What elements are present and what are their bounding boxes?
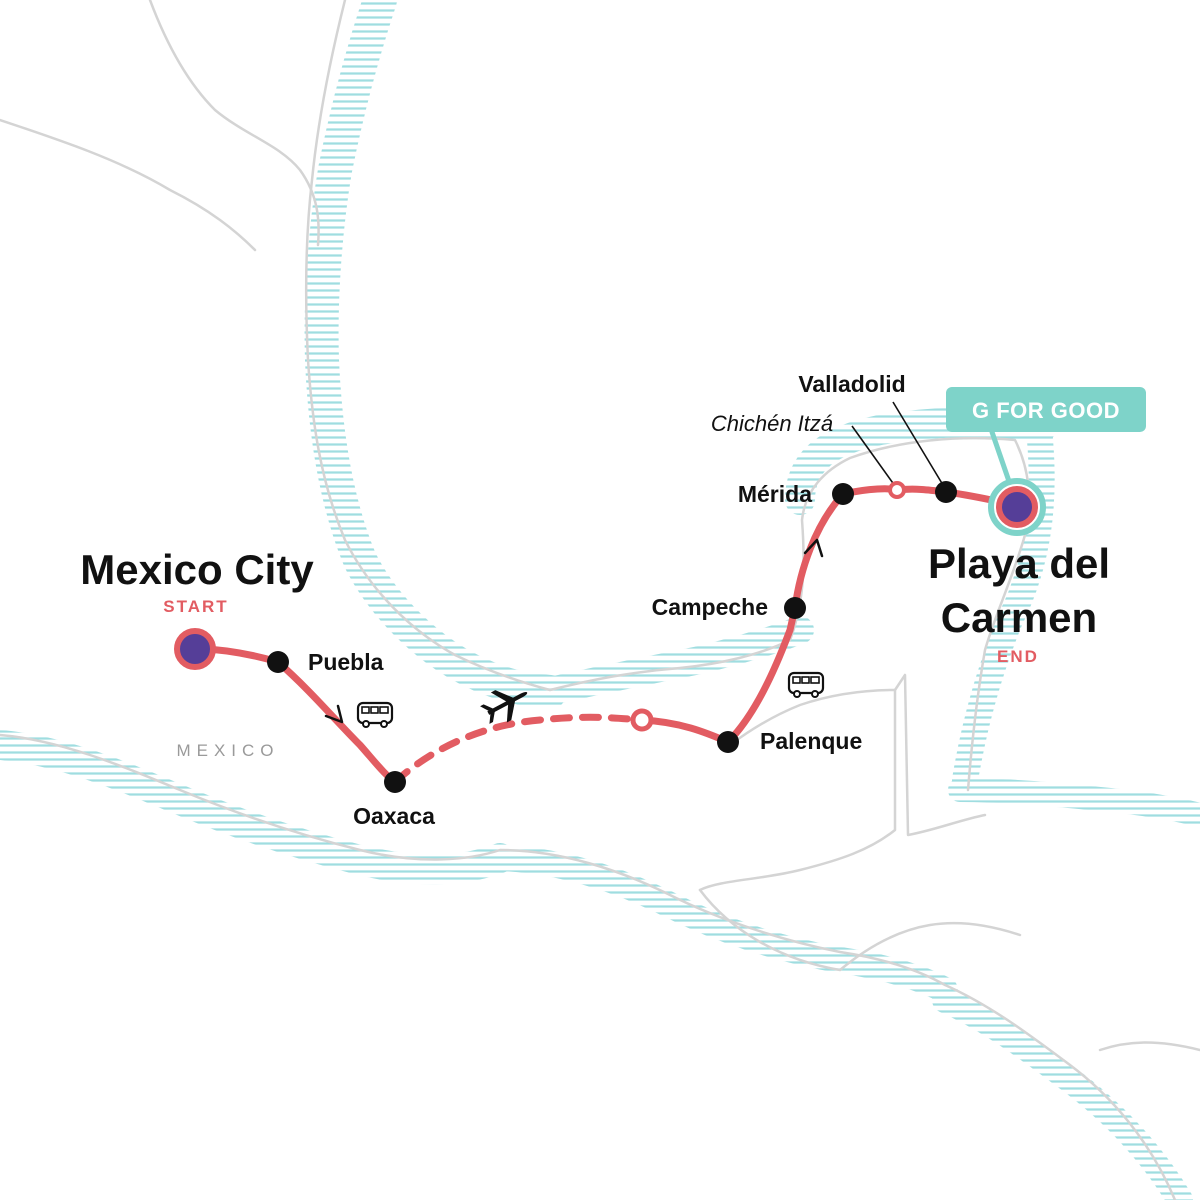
route-mexico-city-puebla-oaxaca [191, 644, 399, 786]
badge-label: G FOR GOOD [972, 398, 1120, 423]
end-city-label-line2: Carmen [941, 594, 1097, 641]
direction-arrows [324, 538, 824, 724]
stop-marker-mexico-city [174, 628, 216, 670]
stop-marker-campeche [784, 597, 806, 619]
airplane-icon [480, 690, 528, 724]
stop-marker-valladolid [935, 481, 957, 503]
site-marker-flight-landing [630, 708, 654, 732]
stop-label-oaxaca: Oaxaca [353, 803, 435, 829]
bus-icon [356, 701, 394, 728]
country-label-mexico: MEXICO [176, 741, 279, 760]
stop-marker-playa-del-carmen [996, 486, 1038, 528]
route-flight-oaxaca-palenque [391, 713, 646, 786]
route-merida-playa [839, 485, 1021, 509]
end-city-label-line1: Playa del [928, 540, 1110, 587]
stop-marker-merida [832, 483, 854, 505]
map-labels: MEXICO Mexico City START Puebla Oaxaca P… [80, 371, 1110, 829]
stop-label-merida: Mérida [738, 481, 812, 507]
stop-label-valladolid: Valladolid [798, 371, 905, 397]
stop-marker-puebla [267, 651, 289, 673]
stop-label-campeche: Campeche [652, 594, 768, 620]
end-tag: END [997, 647, 1039, 666]
stop-marker-palenque [717, 731, 739, 753]
start-city-label: Mexico City [80, 546, 314, 593]
direction-arrow [324, 704, 344, 724]
site-label-chichen-itza: Chichén Itzá [711, 411, 833, 436]
site-marker-chichen-itza [888, 481, 906, 499]
direction-arrow [803, 538, 824, 558]
route-stops [174, 481, 1038, 793]
leader-lines [851, 401, 947, 491]
stop-label-palenque: Palenque [760, 728, 862, 754]
stop-marker-oaxaca [384, 771, 406, 793]
bus-icon [787, 671, 825, 698]
start-tag: START [163, 597, 228, 616]
route-lines [191, 485, 1021, 786]
stop-label-puebla: Puebla [308, 649, 384, 675]
